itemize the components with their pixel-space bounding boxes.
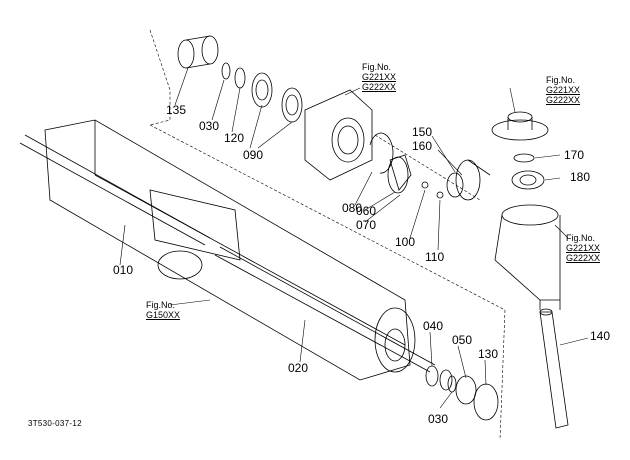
- part-060-bevel-gear: [387, 154, 412, 194]
- part-label-180: 180: [570, 170, 591, 184]
- part-label-130: 130: [478, 347, 499, 361]
- part-label-150: 150: [412, 125, 433, 139]
- fig-ref-housing: Fig.No. G221XX G222XX: [362, 62, 397, 92]
- part-label-160: 160: [412, 139, 433, 153]
- part-label-030-lower: 030: [428, 412, 449, 426]
- fig-ref-top-hub: Fig.No. G221XX G222XX: [546, 75, 581, 105]
- part-label-135: 135: [166, 103, 187, 117]
- part-label-080: 080: [342, 201, 363, 215]
- part-135-collar: [177, 35, 219, 69]
- gear-housing: [304, 89, 373, 181]
- part-label-140: 140: [590, 329, 611, 343]
- part-120-washer: [234, 67, 246, 89]
- part-050-seal: [455, 375, 477, 405]
- part-030-snap-ring: [221, 62, 231, 80]
- part-label-010: 010: [113, 263, 134, 277]
- part-label-170: 170: [564, 148, 585, 162]
- part-label-030: 030: [199, 119, 220, 133]
- part-label-050: 050: [452, 333, 473, 347]
- part-label-100: 100: [395, 235, 416, 249]
- top-hub: [491, 111, 549, 141]
- leader-lines: [119, 67, 589, 409]
- part-010-shaft: [19, 134, 211, 246]
- part-label-070: 070: [356, 218, 377, 232]
- fig-ref-lower-case: Fig.No. G221XX G222XX: [566, 233, 601, 263]
- right-flange: [374, 307, 416, 373]
- drawing-code: 3T530-037-12: [28, 419, 82, 428]
- part-130-ring: [473, 383, 499, 421]
- part-label-110: 110: [425, 250, 445, 264]
- part-label-060: 060: [356, 204, 377, 218]
- part-140-shaft: [539, 308, 569, 429]
- part-100-washer: [421, 181, 429, 189]
- part-170-shim: [513, 153, 535, 163]
- part-label-040: 040: [423, 319, 444, 333]
- part-150-pinion: [446, 159, 491, 201]
- part-180-bearing: [511, 170, 545, 190]
- part-label-090: 090: [243, 148, 264, 162]
- part-label-020: 020: [288, 361, 309, 375]
- lower-gear-case: [494, 204, 561, 310]
- part-label-120: 120: [224, 131, 245, 145]
- part-110-pin: [436, 191, 444, 199]
- part-080-ring: [369, 132, 394, 174]
- axle-case: [44, 119, 411, 381]
- part-020-shaft: [214, 246, 436, 373]
- fig-ref-axle-case: Fig.No. G150XX: [146, 300, 181, 320]
